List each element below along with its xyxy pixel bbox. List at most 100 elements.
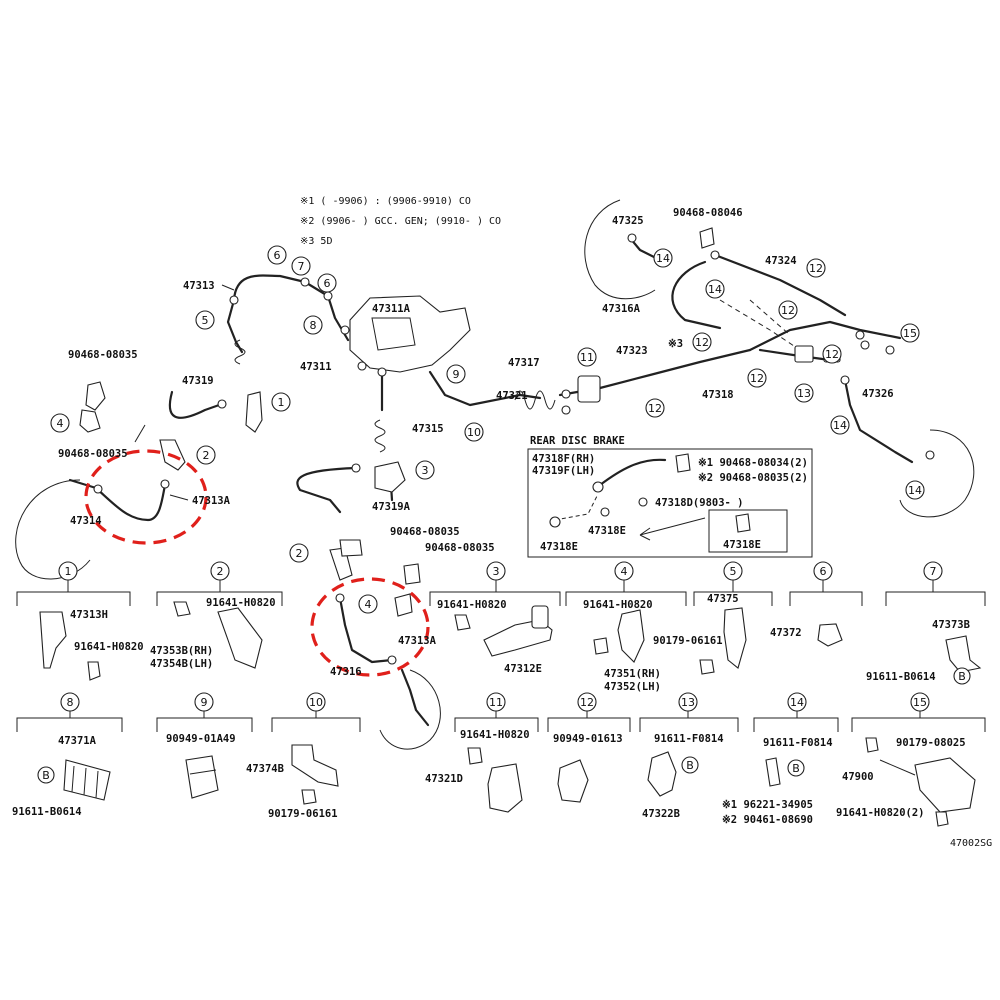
line-nuts [217,233,935,473]
ref-circle-1-top: 1 [271,392,291,412]
hose-47313A-center [310,577,430,677]
svg-text:47374B: 47374B [246,763,284,775]
highlight-circle-center [310,577,430,677]
bolt-d11 [467,747,483,765]
svg-text:91611-F0814: 91611-F0814 [654,733,724,745]
ref-circle-14a: 14 [653,248,673,268]
detail-6: 6 47372 [770,561,863,647]
bolt-d15-a [865,737,879,753]
detail-row-2: 8 47371A B 91611-B0614 9 90949-01A49 10 … [12,692,986,827]
detail-13: 13 91611-F0814 B 47322B [639,692,739,820]
note-1: ※1 ( -9906) : (9906-9910) CO [300,196,471,207]
svg-text:90179-06161: 90179-06161 [268,808,338,820]
bolt-d15-b [935,811,949,827]
rear-disc-hose [598,458,667,487]
detail-12: 12 90949-01613 [547,692,631,803]
svg-text:5: 5 [730,565,737,578]
svg-text:13: 13 [797,387,811,400]
svg-text:14: 14 [708,283,722,296]
wheel-arc-rear-upper [584,199,656,300]
rear-line-coil [514,390,556,410]
svg-text:15: 15 [913,696,927,709]
svg-text:90179-08025: 90179-08025 [896,737,966,749]
dashed-leaders [719,299,801,351]
svg-text:11: 11 [489,696,503,709]
svg-text:6: 6 [274,249,281,262]
svg-text:4: 4 [57,417,64,430]
bracket-47313H [39,611,67,669]
note-3: ※3 5D [300,236,332,247]
svg-text:90949-01A49: 90949-01A49 [166,733,236,745]
reference-circles: 6 7 6 5 8 1 4 2 9 10 3 2 4 11 12 12 12 1… [50,245,925,614]
svg-text:9: 9 [201,696,208,709]
ref-circle-9: 9 [446,364,466,384]
label-47317: 47317 [508,357,540,369]
svg-text:90949-01613: 90949-01613 [553,733,623,745]
svg-text:2: 2 [217,565,224,578]
rear-disc-r2: ※2 90468-08035(2) [698,472,808,484]
svg-text:14: 14 [790,696,804,709]
ref-circle-7: 7 [291,256,311,276]
diagram-code: 47002SG [950,838,992,849]
clip-47372 [817,623,843,647]
bracket-47351 [617,609,645,663]
svg-text:47373B: 47373B [932,619,970,631]
part-labels: 47313 90468-08035 47319 90468-08035 4731… [58,207,894,678]
rear-disc-d: 47318D(9803- ) [655,497,744,509]
rear-disc-e2: 47318E [540,541,578,553]
label-47319A: 47319A [372,501,411,513]
clip-90468-08035-top [85,381,106,411]
label-47313: 47313 [183,280,215,292]
hose-47316 [400,668,430,727]
label-47314: 47314 [70,515,102,527]
svg-text:12: 12 [648,402,662,415]
svg-text:47353B(RH): 47353B(RH) [150,645,213,657]
svg-text:15: 15 [903,327,917,340]
detail-11: 11 91641-H0820 47321D [425,692,539,813]
svg-text:11: 11 [580,351,594,364]
wheel-arc-front-left [15,479,91,580]
ref-circle-10: 10 [464,422,484,442]
svg-text:14: 14 [656,252,670,265]
master-cylinder [349,295,471,373]
svg-text:9: 9 [453,368,460,381]
nut-d5 [699,659,715,675]
svg-text:4: 4 [365,598,372,611]
line-47319 [168,390,224,419]
rear-disc-brake-inset: REAR DISC BRAKE 47318F(RH) 47319F(LH) ※1… [527,435,813,558]
label-47316: 47316 [330,666,362,678]
rear-disc-l1: 47318F(RH) [532,453,595,465]
ref-circle-12f: 12 [822,344,842,364]
svg-text:1: 1 [65,565,72,578]
wheel-arc-rear-right [899,429,975,518]
svg-text:14: 14 [833,419,847,432]
svg-text:※2 90461-08690: ※2 90461-08690 [722,814,813,826]
svg-text:6: 6 [820,565,827,578]
label-90468-08035-top: 90468-08035 [68,349,138,361]
bracket-47373B [945,635,982,673]
svg-text:47372: 47372 [770,627,802,639]
svg-text:B: B [686,759,694,772]
ref-circle-13: 13 [794,383,814,403]
bolt-d2 [173,601,191,617]
rear-disc-e3: 47318E [723,539,761,551]
svg-text:10: 10 [309,696,323,709]
detail-1: 1 47313H 91641-H0820 [16,561,144,681]
hose-47316A [671,260,722,330]
label-47324: 47324 [765,255,797,267]
ref-circle-12b: 12 [692,332,712,352]
hose-center-fitting-b [387,655,397,665]
rear-disc-frame [527,448,813,558]
svg-text:47322B: 47322B [642,808,680,820]
marker-b-d13: B [681,756,699,774]
hose-center-fitting-a [335,593,345,603]
detail-15: 15 90179-08025 47900 91641-H0820(2) [836,692,986,827]
clip-center-1 [339,539,363,557]
ref-circle-4-top: 4 [50,413,70,433]
label-47325: 47325 [612,215,644,227]
svg-text:1: 1 [278,396,285,409]
coil-center [374,419,386,453]
detail-9: 9 90949-01A49 [156,692,253,799]
ref-circle-3-center: 3 [415,460,435,480]
